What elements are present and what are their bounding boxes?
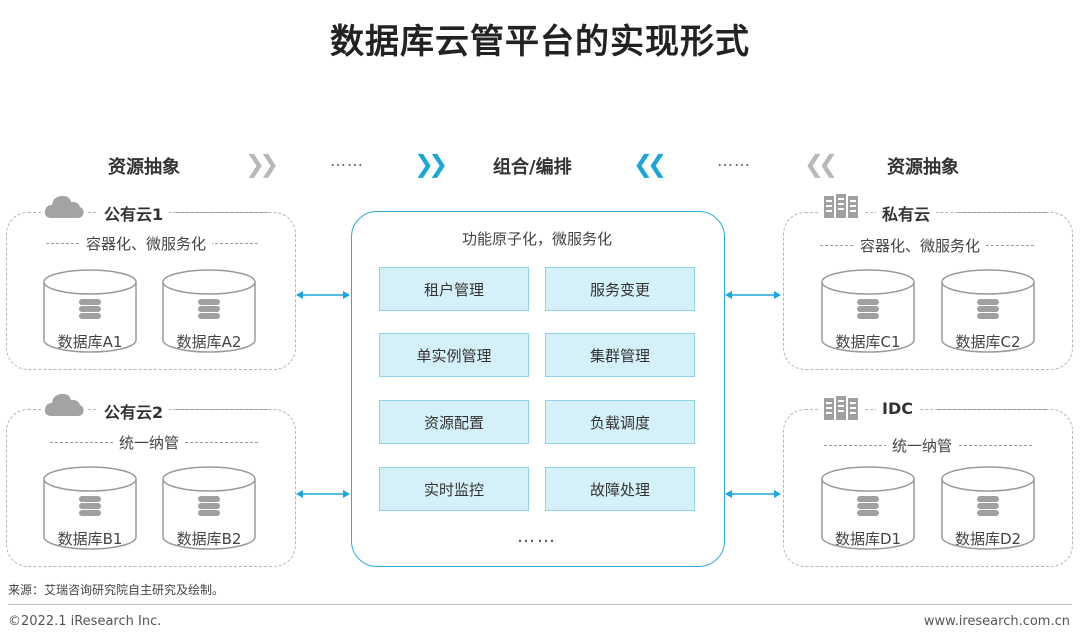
function-load-scheduling: 负载调度 — [545, 400, 695, 444]
function-resource-config: 资源配置 — [379, 400, 529, 444]
group-sub-label: 容器化、微服务化 — [854, 235, 987, 256]
double-arrow-icon — [296, 484, 350, 498]
database-label: 数据库C1 — [835, 333, 901, 351]
database-label: 数据库B1 — [57, 530, 123, 548]
group-sub-label: 容器化、微服务化 — [80, 233, 213, 254]
group-title-dash — [938, 409, 1046, 410]
group-sub-label: 统一纳管 — [886, 435, 959, 456]
chevron-right-icon: ❯❯ — [245, 150, 279, 178]
database-label: 数据库B2 — [176, 530, 242, 548]
header-center-label: 组合/编排 — [493, 157, 572, 178]
database-icon — [856, 495, 880, 521]
header-right-label: 资源抽象 — [887, 157, 959, 178]
group-title-dash — [176, 409, 268, 410]
function-fault-handling: 故障处理 — [545, 467, 695, 511]
header-dots-left: …… — [330, 151, 364, 170]
source-note: 来源：艾瑞咨询研究院自主研究及绘制。 — [8, 583, 225, 597]
double-arrow-icon — [296, 285, 350, 299]
database-icon — [197, 495, 221, 521]
group-title-private: 私有云 — [876, 201, 937, 225]
function-cluster-management: 集群管理 — [545, 333, 695, 377]
cloud-icon — [42, 192, 86, 222]
database-label: 数据库A2 — [176, 333, 242, 351]
database-icon — [976, 495, 1000, 521]
group-title-dash — [958, 212, 1046, 213]
orchestration-platform-box — [351, 211, 725, 567]
group-sub-label: 统一纳管 — [113, 432, 186, 453]
function-realtime-monitoring: 实时监控 — [379, 467, 529, 511]
database-icon — [78, 298, 102, 324]
function-service-change: 服务变更 — [545, 267, 695, 311]
database-icon — [78, 495, 102, 521]
database-icon — [197, 298, 221, 324]
header-dots-right: …… — [717, 151, 751, 170]
cloud-icon — [42, 390, 86, 420]
chevron-right-icon: ❯❯ — [414, 150, 448, 178]
chevron-left-icon: ❮❮ — [633, 150, 667, 178]
header-left-label: 资源抽象 — [108, 157, 180, 178]
center-more-dots: …… — [517, 526, 557, 547]
database-label: 数据库D2 — [954, 530, 1022, 548]
database-label: 数据库C2 — [955, 333, 1021, 351]
page-title: 数据库云管平台的实现形式 — [330, 22, 750, 62]
group-title-dash — [176, 212, 268, 213]
server-rack-icon — [818, 193, 864, 221]
group-title-public-2: 公有云2 — [98, 399, 170, 423]
group-title-idc: IDC — [876, 399, 919, 418]
center-title: 功能原子化，微服务化 — [461, 230, 612, 248]
copyright-text: ©2022.1 iResearch Inc. — [8, 614, 162, 629]
chevron-left-icon: ❮❮ — [804, 150, 838, 178]
database-icon — [976, 298, 1000, 324]
function-tenant-management: 租户管理 — [379, 267, 529, 311]
idc-group — [783, 409, 1073, 567]
double-arrow-icon — [725, 484, 781, 498]
footer-divider — [8, 604, 1072, 605]
website-link[interactable]: www.iresearch.com.cn — [923, 614, 1070, 629]
server-rack-icon — [818, 395, 864, 423]
group-title-public-1: 公有云1 — [98, 201, 170, 225]
database-icon — [856, 298, 880, 324]
function-instance-management: 单实例管理 — [379, 333, 529, 377]
database-label: 数据库D1 — [834, 530, 902, 548]
double-arrow-icon — [725, 285, 781, 299]
database-label: 数据库A1 — [57, 333, 123, 351]
